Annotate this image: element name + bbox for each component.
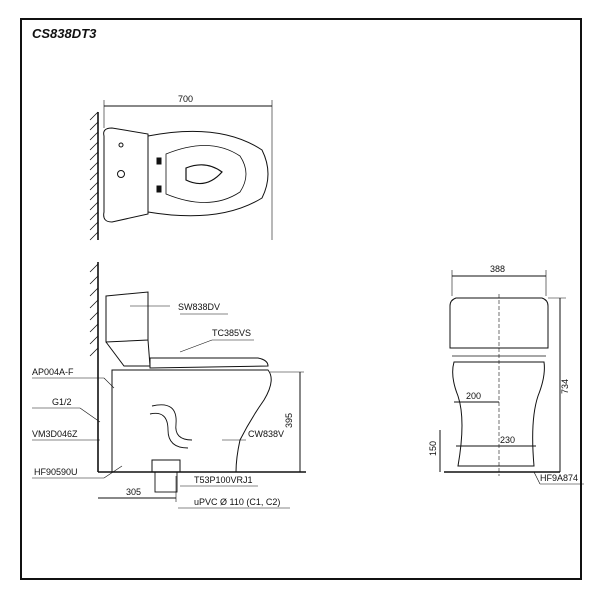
label-seat: TC385VS <box>212 328 251 338</box>
side-tank <box>105 291 149 343</box>
flush-button-icon <box>117 170 125 178</box>
inner-150-label: 150 <box>428 441 438 456</box>
model-code: CS838DT3 <box>32 26 97 41</box>
label-thread: G1/2 <box>52 397 72 407</box>
label-flange: HF90590U <box>34 467 78 477</box>
side-seat <box>149 357 269 369</box>
front-bowl <box>452 361 545 467</box>
inner-200-label: 200 <box>466 391 481 401</box>
top-tank <box>103 127 149 223</box>
front-tank <box>449 297 549 349</box>
front-view: 388 734 200 230 150 HF9A874 <box>428 264 584 485</box>
label-fill-valve: AP004A-F <box>32 367 74 377</box>
top-width-label: 700 <box>178 94 193 104</box>
inner-230-label: 230 <box>500 435 515 445</box>
label-bolt: HF9A874 <box>540 473 578 483</box>
top-bowl <box>147 130 269 217</box>
label-tank: SW838DV <box>178 302 220 312</box>
front-height-label: 734 <box>560 379 570 394</box>
side-view: 395 305 SW838DV TC385VS AP004A-F G1/2 VM… <box>32 262 306 509</box>
top-view: 700 <box>89 94 273 241</box>
side-depth-label: 305 <box>126 487 141 497</box>
drawing-frame <box>20 18 582 580</box>
front-width-label: 388 <box>490 264 505 274</box>
label-stop-valve: VM3D046Z <box>32 429 78 439</box>
label-drain: T53P100VRJ1 <box>194 475 253 485</box>
label-pipe: uPVC Ø 110 (C1, C2) <box>194 497 280 507</box>
side-wall-hatch <box>89 263 99 357</box>
label-bowl: CW838V <box>248 429 284 439</box>
side-bowl <box>111 369 272 473</box>
top-wall-hatch <box>89 111 99 241</box>
side-height-label: 395 <box>284 413 294 428</box>
